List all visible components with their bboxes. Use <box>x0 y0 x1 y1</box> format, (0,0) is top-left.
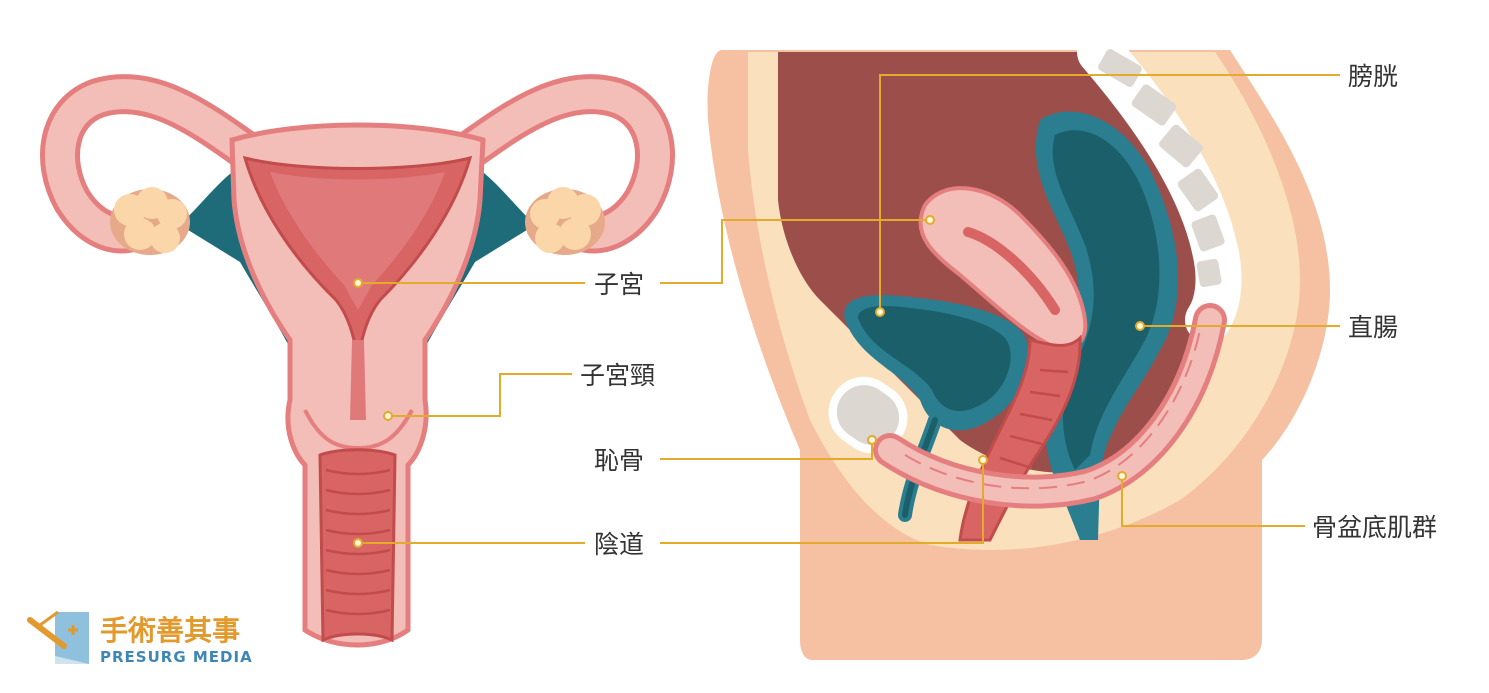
dot-cervix <box>383 411 393 421</box>
leader-uterus-right <box>660 219 930 284</box>
sagittal-pelvis-illustration <box>707 29 1330 660</box>
frontal-uterus-illustration <box>40 74 675 648</box>
dot-uterus-right <box>925 215 935 225</box>
cervix-bulb <box>303 409 414 451</box>
leader-bladder <box>879 74 1340 312</box>
right-ovary <box>525 187 605 255</box>
brand-name-zh: 手術善其事 <box>100 614 240 647</box>
leader-cervix <box>388 373 572 417</box>
brand-mark-icon <box>27 610 89 664</box>
leader-vagina-right <box>660 460 984 544</box>
dot-pubic-bone <box>867 435 877 445</box>
right-ovarian-ligament <box>409 168 535 380</box>
uterus-sagittal <box>918 186 1088 351</box>
label-cervix: 子宮頸 <box>580 361 655 390</box>
vertebrae <box>1098 49 1225 288</box>
label-bladder: 膀胱 <box>1348 62 1398 91</box>
leader-pelvic-floor <box>1121 476 1305 527</box>
left-ovarian-ligament <box>180 168 306 380</box>
dot-vagina-right <box>978 455 988 465</box>
label-pubic-bone: 恥骨 <box>594 446 644 475</box>
dot-vagina-left <box>353 538 363 548</box>
brand-logo: 手術善其事 PRESURG MEDIA <box>27 610 253 666</box>
leader-pubic-bone <box>660 440 873 460</box>
label-uterus: 子宮 <box>594 270 644 299</box>
cervical-canal <box>350 340 366 420</box>
left-ovary <box>110 187 190 255</box>
label-pelvic-floor: 骨盆底肌群 <box>1312 513 1437 542</box>
label-vagina: 陰道 <box>594 530 644 559</box>
dot-uterus-left <box>353 278 363 288</box>
leader-lines <box>353 74 1340 548</box>
dot-bladder <box>875 307 885 317</box>
labels: 子宮 子宮頸 恥骨 陰道 膀胱 直腸 骨盆底肌群 <box>580 62 1437 559</box>
vaginal-rugae <box>325 468 391 616</box>
dot-rectum <box>1135 321 1145 331</box>
brand-name-en: PRESURG MEDIA <box>100 648 253 666</box>
dot-pelvic-floor <box>1117 471 1127 481</box>
label-rectum: 直腸 <box>1348 313 1398 342</box>
